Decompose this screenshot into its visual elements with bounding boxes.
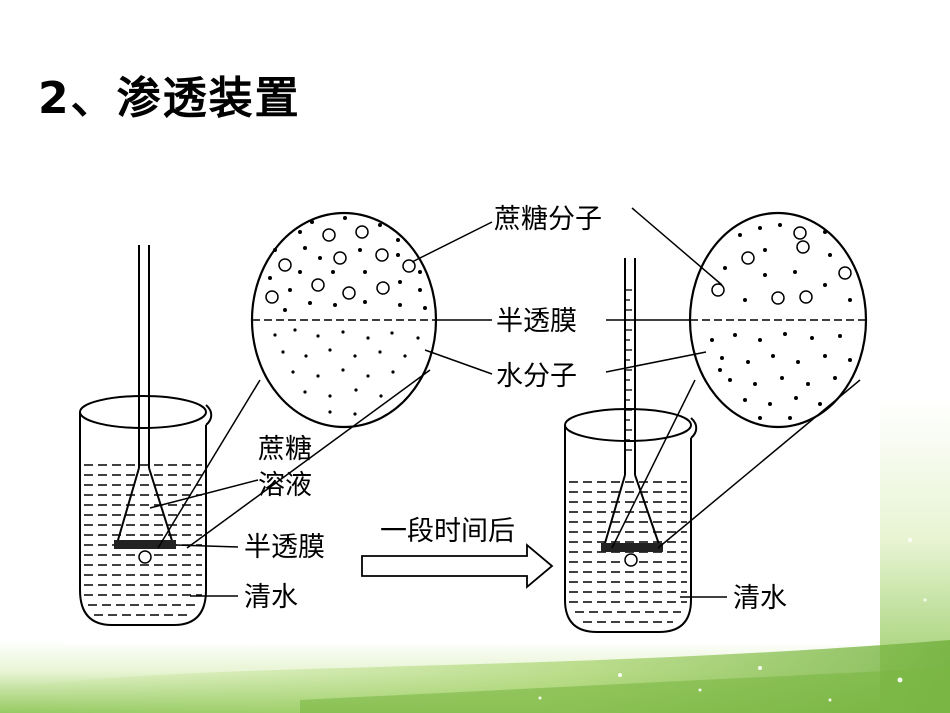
- left-membrane: [114, 540, 176, 549]
- right-beaker: [564, 408, 698, 633]
- time-arrow: [361, 543, 554, 589]
- label-clear-water-left: 清水: [244, 582, 298, 613]
- label-water-molecule: 水分子: [496, 361, 577, 392]
- left-beaker: [79, 395, 213, 626]
- label-sucrose-molecule: 蔗糖分子: [494, 204, 602, 235]
- label-clear-water-right: 清水: [733, 583, 787, 614]
- label-membrane-top: 半透膜: [496, 306, 577, 337]
- right-bubble: [624, 553, 638, 567]
- label-sucrose-solution-1: 蔗糖: [258, 434, 312, 465]
- label-sucrose-solution-2: 溶液: [258, 470, 312, 501]
- right-magnified-circle: [688, 211, 868, 429]
- label-membrane-left: 半透膜: [244, 532, 325, 563]
- label-after-time: 一段时间后: [380, 516, 515, 547]
- slide-title: 2、渗透装置: [38, 73, 301, 124]
- left-magnified-circle: [250, 211, 438, 429]
- leader-lines: [149, 207, 861, 598]
- right-membrane: [601, 543, 663, 552]
- left-bubble: [138, 550, 152, 564]
